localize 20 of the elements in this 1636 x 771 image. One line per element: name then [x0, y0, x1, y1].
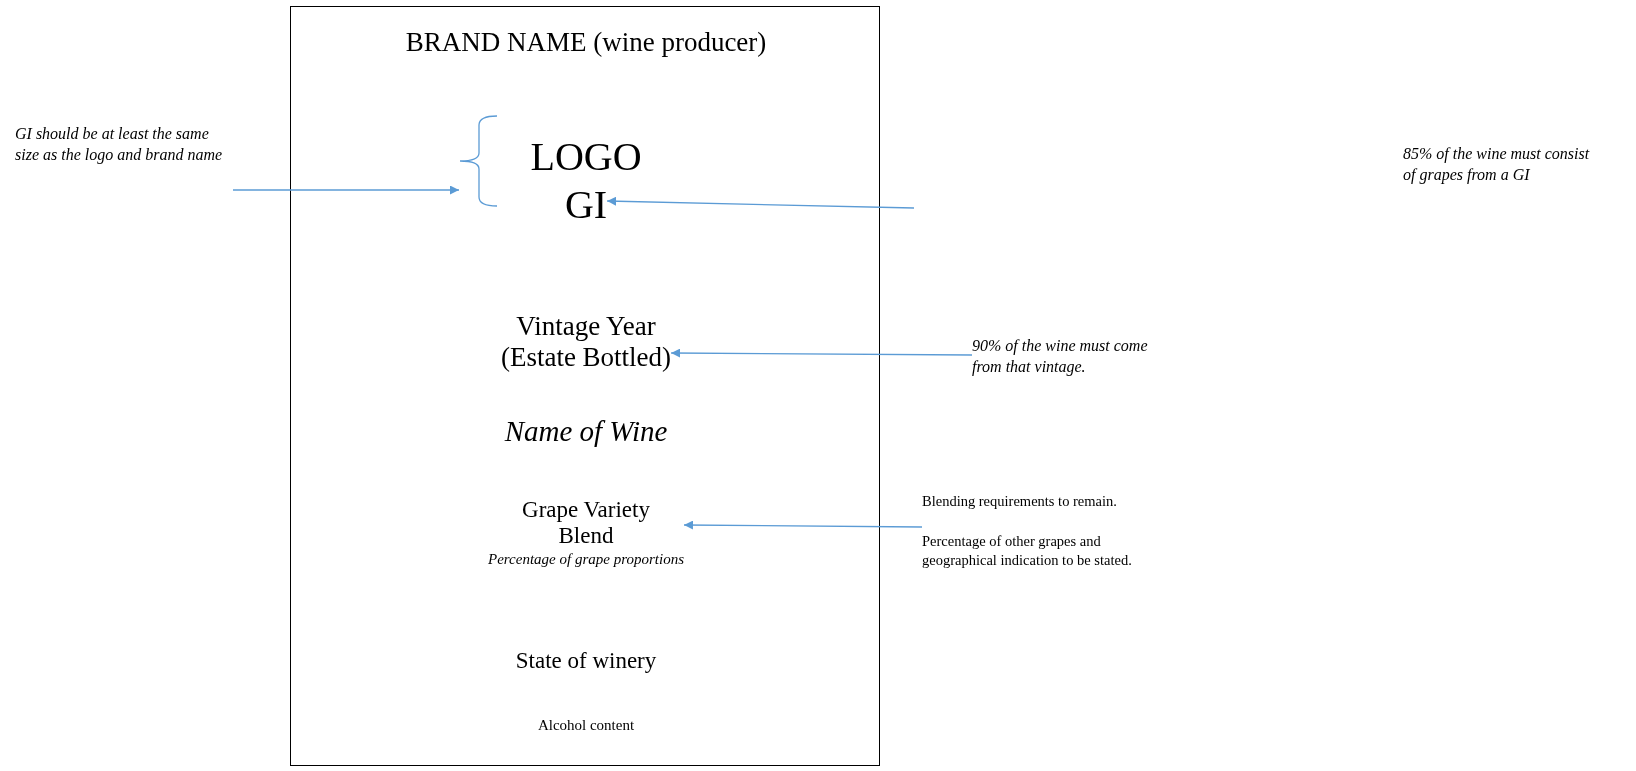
- arrow: [670, 348, 973, 358]
- annotation-text: Blending requirements to remain.: [922, 492, 1118, 511]
- arrow: [606, 196, 915, 209]
- label-text: GI: [564, 182, 608, 228]
- label-text: Grape Variety Blend: [521, 497, 651, 550]
- annotation-note: 90% of the wine must come from that vintage.: [972, 336, 1167, 378]
- label-text: (Estate Bottled): [500, 342, 672, 374]
- label-text: Name of Wine: [504, 415, 668, 449]
- label-text: BRAND NAME (wine producer): [405, 27, 767, 59]
- arrow: [683, 520, 923, 530]
- annotation-text: Percentage of other grapes and geographical indication to be stated.: [922, 531, 1133, 570]
- annotation-note: 85% of the wine must consist of grapes from a GI: [1403, 144, 1591, 186]
- label-text: State of winery: [515, 648, 657, 675]
- label-text: Percentage of grape proportions: [488, 550, 684, 569]
- label-text: Vintage Year: [515, 311, 657, 343]
- label-text: LOGO: [530, 134, 642, 180]
- annotation-note: GI should be at least the same size as the logo and brand name: [15, 124, 233, 166]
- wine-label-frame: [290, 6, 880, 766]
- label-text: Alcohol content: [537, 717, 635, 735]
- arrow: [232, 185, 460, 195]
